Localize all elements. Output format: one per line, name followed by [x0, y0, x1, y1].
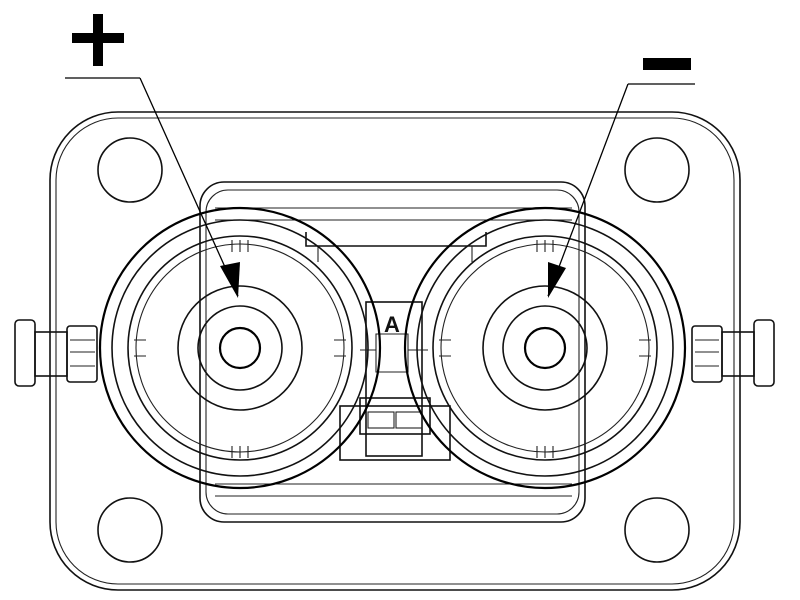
negative-terminal-barrel [403, 206, 687, 490]
mounting-hole-top-left [97, 137, 163, 203]
keying-mark-label: A [384, 312, 400, 337]
mounting-hole-bottom-left [97, 497, 163, 563]
housing-body [199, 181, 586, 523]
mounting-holes [97, 137, 690, 563]
minus-sign [643, 58, 691, 70]
positive-leader [65, 77, 240, 298]
right-latch [691, 319, 775, 387]
plus-terminal-label: + [72, 10, 124, 66]
minus-terminal-label: − [643, 44, 691, 84]
mounting-hole-bottom-right [624, 497, 690, 563]
negative-leader [547, 83, 695, 298]
positive-terminal-barrel [98, 206, 382, 490]
keying-slot [339, 397, 451, 461]
mounting-hole-top-right [624, 137, 690, 203]
positive-pin [218, 326, 262, 370]
negative-pin [523, 326, 567, 370]
left-latch [14, 319, 98, 387]
flange-plate [49, 111, 741, 591]
plus-sign [72, 14, 124, 66]
